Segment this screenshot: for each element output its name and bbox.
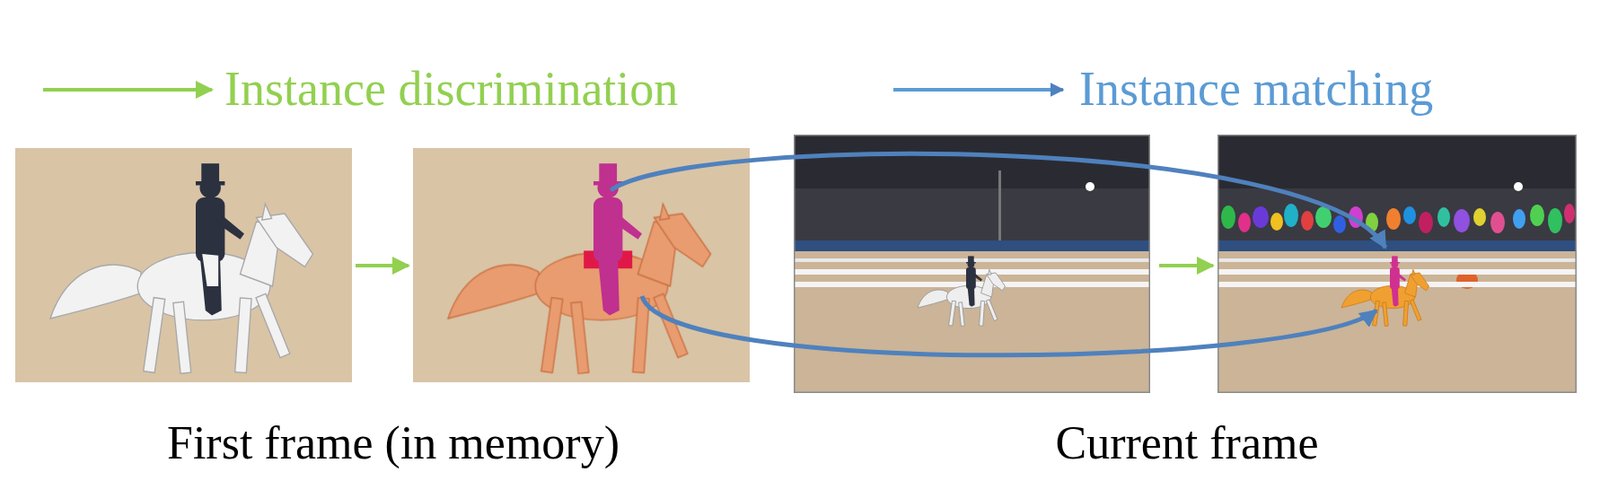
legend-arrow [43, 87, 212, 92]
illustration-circle [1513, 182, 1523, 192]
frame-caption: Current frame [1054, 417, 1319, 469]
illustration-use [1341, 269, 1430, 326]
illustration-ellipse [1283, 203, 1299, 228]
illustration-ellipse [1564, 203, 1575, 224]
illustration-rect [793, 134, 1151, 245]
legend-text: Instance discrimination [224, 62, 678, 116]
illustration-ellipse [1418, 211, 1433, 234]
photo-current-frame-mask [1217, 134, 1577, 394]
illustration-ellipse [1270, 212, 1284, 231]
illustration-rect [15, 148, 352, 383]
illustration-ellipse [1403, 206, 1416, 225]
illustration-ellipse [1252, 206, 1269, 229]
illustration-ellipse [1529, 204, 1545, 227]
illustration-rect [1217, 134, 1577, 394]
illustration-ellipse [1221, 205, 1236, 229]
illustration-ellipse [1238, 212, 1251, 233]
photo-first-frame [15, 148, 352, 383]
illustration-rect [1217, 240, 1577, 252]
illustration-path [202, 254, 219, 287]
discrimination-arrow [355, 263, 409, 268]
illustration-ellipse [1333, 215, 1346, 234]
frame-caption: First frame (in memory) [167, 417, 620, 469]
illustration-ellipse [1453, 209, 1470, 233]
illustration-rect [1217, 134, 1577, 394]
illustration-ellipse [1547, 208, 1563, 234]
legend-arrow [893, 87, 1064, 92]
illustration-rect [1217, 188, 1577, 245]
illustration-use [195, 163, 245, 316]
illustration-ellipse [1386, 208, 1401, 230]
illustration-g [50, 163, 314, 374]
illustration-circle [1085, 182, 1095, 192]
matching-curve [641, 296, 1377, 356]
illustration-ellipse [1473, 208, 1486, 227]
illustration-g [917, 255, 1006, 326]
photo-first-frame-mask [413, 148, 750, 383]
illustration-ellipse [1437, 207, 1451, 228]
illustration-ellipse [1315, 206, 1332, 229]
matching-curve [610, 153, 1386, 248]
illustration-ellipse [1490, 211, 1505, 234]
illustration-rect [998, 170, 1002, 243]
illustration-use [50, 203, 314, 374]
legend-text: Instance matching [1079, 62, 1433, 116]
illustration-ellipse [1301, 210, 1314, 231]
illustration-g [448, 163, 712, 374]
illustration-rect [793, 188, 1151, 245]
illustration-rect [413, 148, 750, 383]
illustration-use [966, 255, 983, 307]
illustration-rect [793, 240, 1151, 252]
illustration-ellipse [1512, 209, 1526, 229]
illustration-use [1389, 255, 1407, 307]
illustration-use [917, 269, 1006, 326]
illustration-use [448, 203, 712, 374]
illustration-g [1341, 255, 1430, 326]
discrimination-arrow [1159, 263, 1214, 268]
